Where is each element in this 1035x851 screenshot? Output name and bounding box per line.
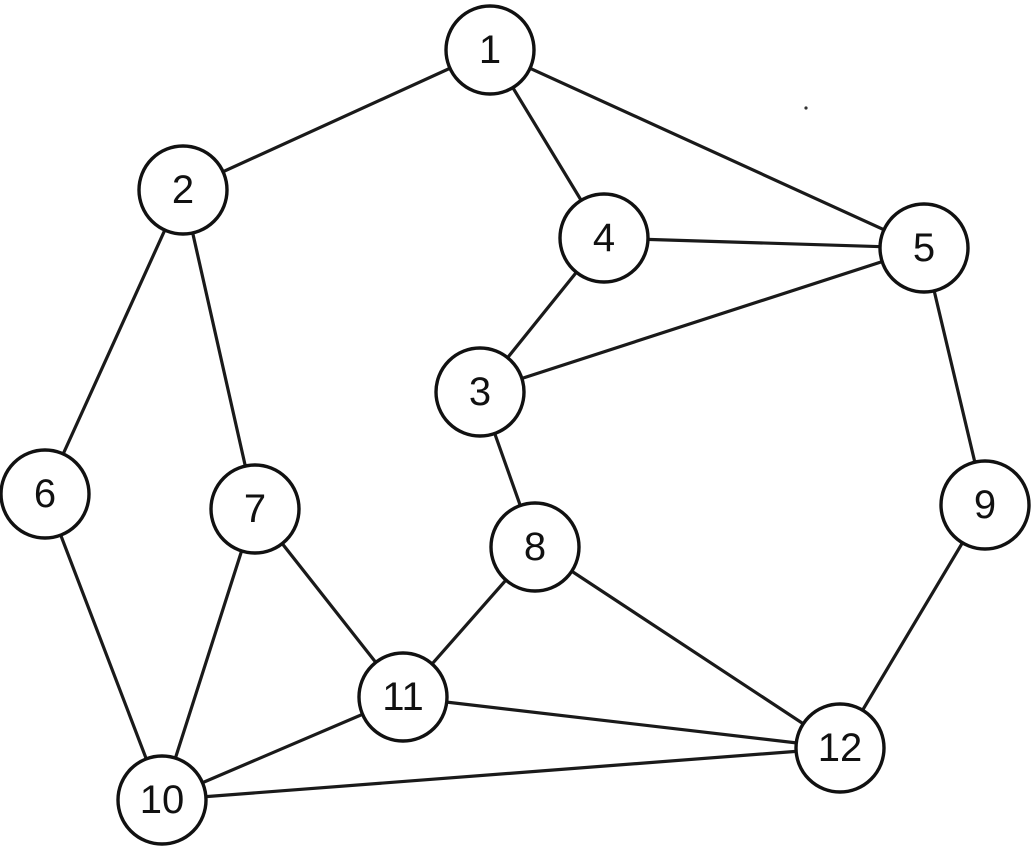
- node-label-10: 10: [140, 778, 185, 822]
- node-2: 2: [137, 144, 229, 236]
- edge-11-12: [401, 695, 842, 750]
- node-3: 3: [434, 346, 526, 438]
- node-1: 1: [444, 4, 536, 96]
- node-circle-1: [444, 4, 536, 96]
- edge-4-5: [602, 236, 926, 250]
- node-circle-10: [116, 754, 208, 846]
- edge-9-12: [838, 503, 987, 750]
- node-label-6: 6: [34, 472, 56, 516]
- node-6: 6: [0, 448, 91, 540]
- node-4: 4: [558, 192, 650, 284]
- node-5: 5: [878, 202, 970, 294]
- node-label-12: 12: [818, 726, 863, 770]
- edge-3-5: [478, 246, 926, 394]
- edge-1-2: [181, 48, 492, 192]
- node-circle-11: [357, 651, 449, 743]
- node-circle-4: [558, 192, 650, 284]
- edge-1-5: [488, 48, 926, 250]
- edge-8-12: [533, 545, 842, 750]
- edge-2-6: [43, 188, 185, 496]
- node-label-4: 4: [593, 216, 615, 260]
- node-label-9: 9: [974, 483, 996, 527]
- node-7: 7: [209, 463, 301, 555]
- node-circle-3: [434, 346, 526, 438]
- scan-speck: [804, 106, 808, 110]
- edge-10-12: [160, 746, 842, 802]
- node-circle-8: [489, 501, 581, 593]
- node-9: 9: [939, 459, 1031, 551]
- node-circle-7: [209, 463, 301, 555]
- node-11: 11: [357, 651, 449, 743]
- node-circle-12: [794, 702, 886, 794]
- node-circle-9: [939, 459, 1031, 551]
- node-8: 8: [489, 501, 581, 593]
- edge-6-10: [43, 492, 164, 802]
- node-circle-5: [878, 202, 970, 294]
- edge-7-10: [160, 507, 257, 802]
- node-circle-2: [137, 144, 229, 236]
- node-label-2: 2: [172, 168, 194, 212]
- node-label-11: 11: [382, 675, 424, 719]
- node-label-1: 1: [479, 28, 501, 72]
- node-12: 12: [794, 702, 886, 794]
- node-label-5: 5: [913, 226, 935, 270]
- node-label-8: 8: [524, 525, 546, 569]
- edge-2-7: [181, 188, 257, 511]
- node-10: 10: [116, 754, 208, 846]
- node-label-7: 7: [244, 487, 266, 531]
- node-circle-6: [0, 448, 91, 540]
- node-label-3: 3: [469, 370, 491, 414]
